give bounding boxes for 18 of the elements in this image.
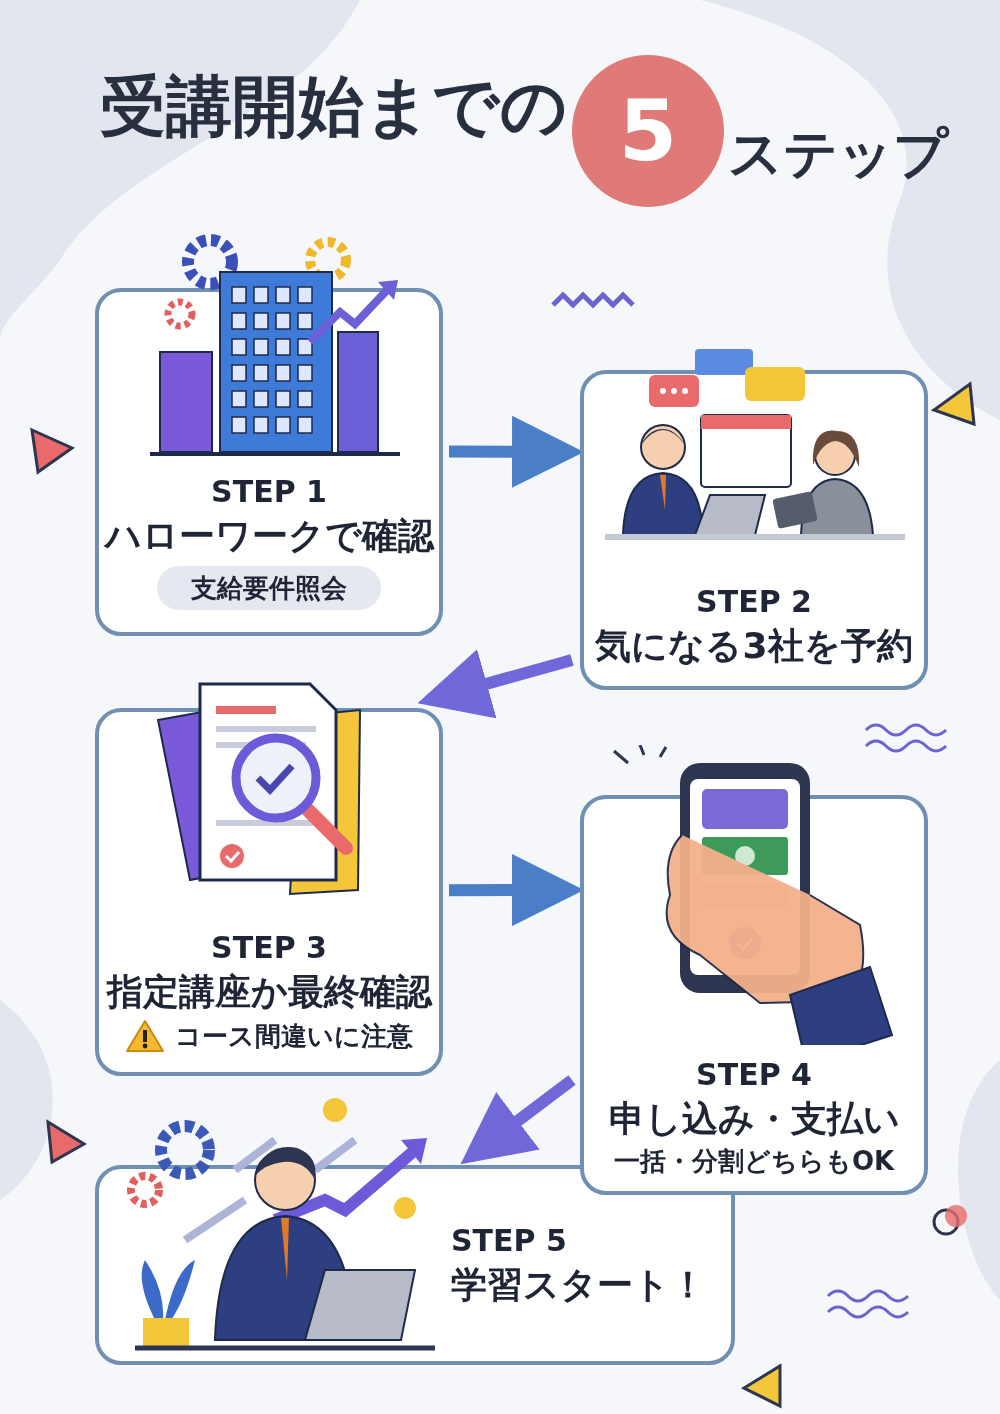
step-label: STEP 5 bbox=[451, 1222, 567, 1260]
note: 一括・分割どちらもOK bbox=[613, 1145, 895, 1178]
step-title: 指定講座か最終確認 bbox=[106, 970, 432, 1014]
step-label: STEP 2 bbox=[696, 583, 812, 621]
warning-note: コース間違いに注意 bbox=[175, 1020, 413, 1053]
title: 受講開始までの bbox=[100, 67, 568, 147]
arrow bbox=[417, 649, 574, 719]
step-label: STEP 4 bbox=[696, 1056, 812, 1094]
number-circle: 5 bbox=[572, 55, 724, 207]
arrow bbox=[460, 1075, 576, 1165]
step-title: 学習スタート！ bbox=[451, 1263, 706, 1307]
tag-label: 支給要件照会 bbox=[157, 566, 381, 610]
step-title: 申し込み・支払い bbox=[608, 1097, 900, 1141]
step-title: 気になる3社を予約 bbox=[595, 624, 913, 668]
step-label: STEP 3 bbox=[211, 929, 327, 967]
step-label: STEP 1 bbox=[211, 473, 327, 511]
subtitle: ステップ bbox=[728, 121, 948, 187]
step-title: ハローワークで確認 bbox=[104, 514, 434, 558]
